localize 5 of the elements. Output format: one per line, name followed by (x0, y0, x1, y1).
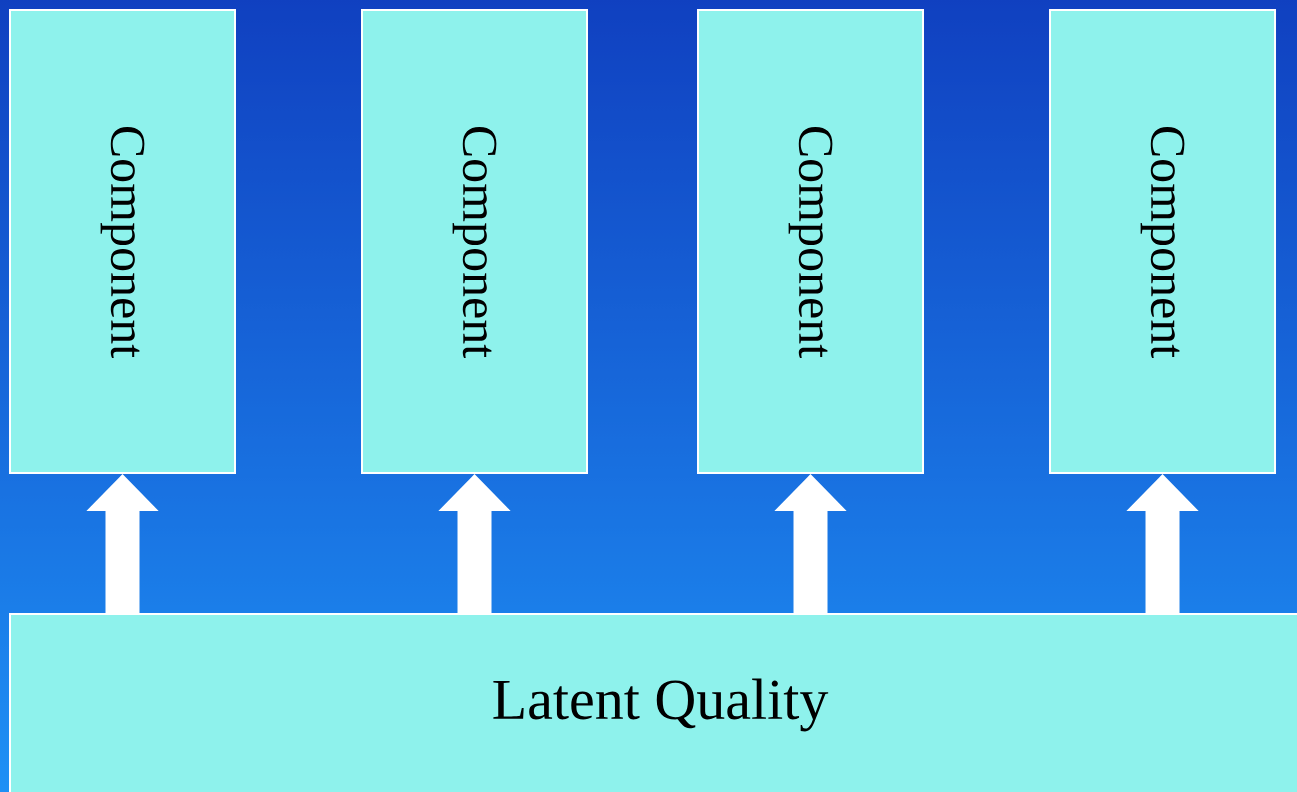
component-box: Component (361, 9, 588, 474)
quality-band: Latent Quality (9, 613, 1297, 792)
component-box: Component (1049, 9, 1276, 474)
component-box: Component (9, 9, 236, 474)
component-box: Component (697, 9, 924, 474)
